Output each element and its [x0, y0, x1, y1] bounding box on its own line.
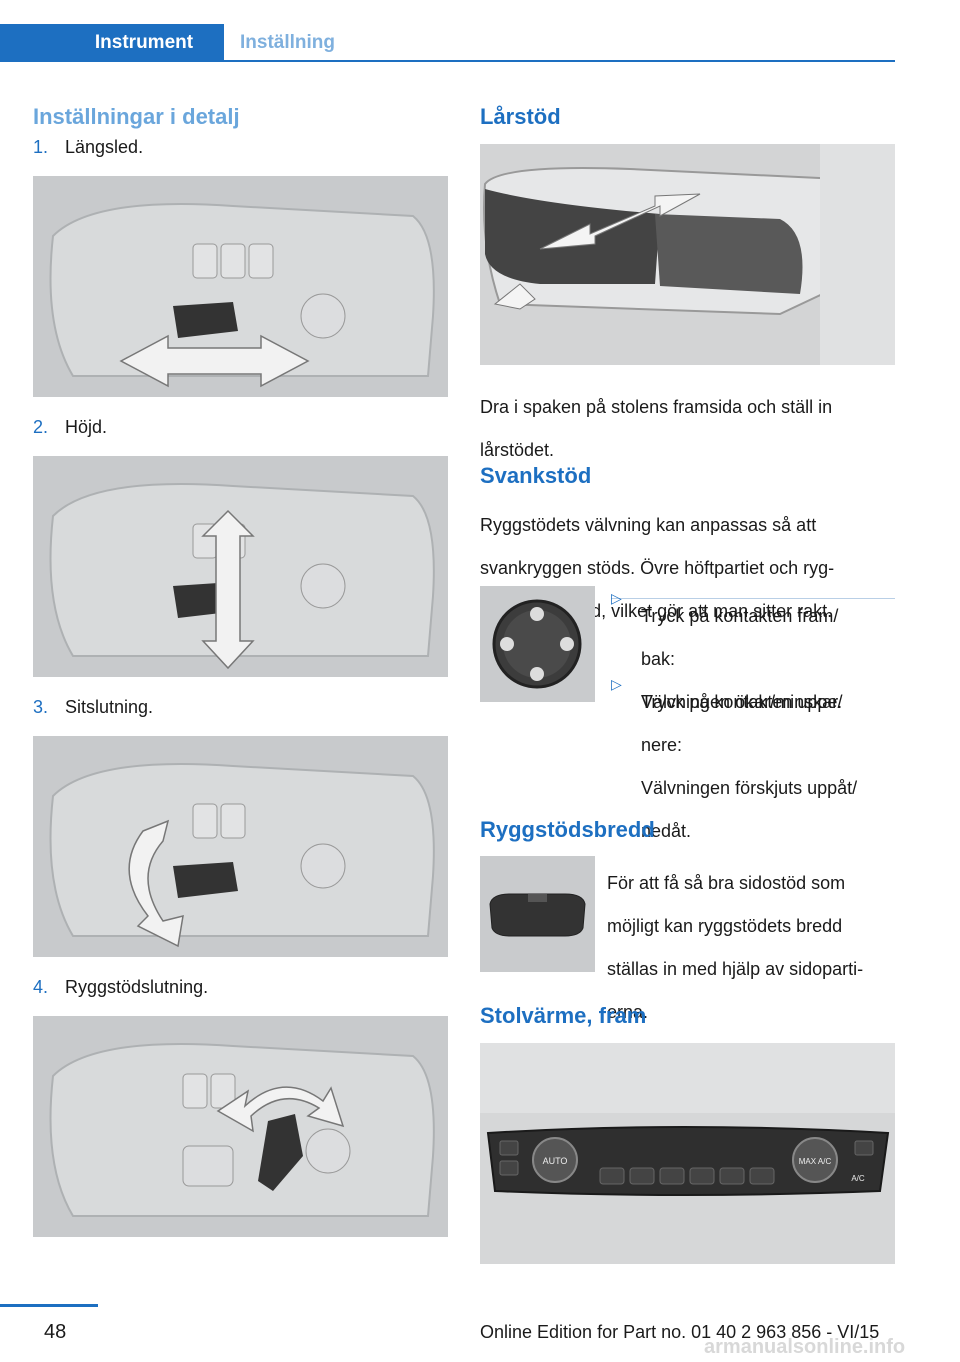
- step-4: 4. Ryggstödslutning.: [33, 977, 208, 998]
- step-label: Höjd.: [65, 417, 108, 437]
- bullet-line: Tryck på kontakten uppe/: [641, 692, 843, 712]
- backrest-width-switch-figure: [480, 856, 595, 972]
- bullet-fram-bak: ▷ Tryck på kontakten fram/ bak: Välvning…: [611, 586, 843, 733]
- section-heading-stolvarme: Stolvärme, fram: [480, 1003, 647, 1028]
- bullet-sub: Välvningen förskjuts uppåt/: [641, 778, 858, 798]
- seat-control-figure-backrest-tilt: [33, 1016, 448, 1237]
- page-number: 48: [44, 1321, 67, 1343]
- larstod-text-line-2: lårstödet.: [480, 440, 555, 460]
- triangle-bullet-icon: ▷: [611, 590, 622, 606]
- bullet-divider: [611, 598, 895, 599]
- seat-control-figure-height: [33, 456, 448, 677]
- step-label: Ryggstödslutning.: [65, 977, 209, 997]
- bullet-line: bak:: [641, 649, 676, 669]
- step-3: 3. Sitslutning.: [33, 697, 153, 718]
- tab-instrument[interactable]: Instrument: [0, 24, 224, 62]
- bullet-line: nere:: [641, 735, 683, 755]
- ryggstodsbredd-line-2: möjligt kan ryggstödets bredd: [607, 916, 843, 936]
- footer-rule: [0, 1304, 98, 1307]
- thigh-support-figure: [480, 144, 895, 365]
- bullet-uppe-nere: ▷ Tryck på kontakten uppe/ nere: Välvnin…: [611, 672, 858, 862]
- section-heading-svankstod: Svankstöd: [480, 463, 592, 488]
- larstod-text-line-1: Dra i spaken på stolens framsida och stä…: [480, 397, 833, 417]
- larstod-text: Dra i spaken på stolens framsida och stä…: [480, 377, 832, 481]
- step-label: Längsled.: [65, 137, 144, 157]
- bullet-line: Tryck på kontakten fram/: [641, 606, 839, 626]
- ryggstodsbredd-line-4: erna.: [607, 1002, 649, 1022]
- ryggstodsbredd-text: För att få så bra sidostöd som möjligt k…: [607, 853, 863, 1043]
- max-ac-button-label: MAX A/C: [799, 1157, 832, 1166]
- svankstod-line-2: svankryggen stöds. Övre höftpartiet och …: [480, 558, 835, 578]
- header-rule: [0, 60, 895, 62]
- step-number: 2.: [33, 417, 49, 437]
- header-tabbar: Instrument Inställning: [0, 24, 895, 62]
- svankstod-line-1: Ryggstödets välvning kan anpassas så att: [480, 515, 817, 535]
- tab-installning[interactable]: Inställning: [240, 32, 335, 53]
- step-number: 4.: [33, 977, 49, 997]
- ryggstodsbredd-line-3: ställas in med hjälp av sidoparti‐: [607, 959, 864, 979]
- bullet-sub: Välvningen ökar/minskar.: [641, 692, 843, 712]
- step-number: 3.: [33, 697, 49, 717]
- triangle-bullet-icon: ▷: [611, 676, 622, 692]
- ac-button-label: A/C: [851, 1174, 865, 1183]
- lumbar-switch-figure: [480, 586, 595, 702]
- edition-text: Online Edition for Part no. 01 40 2 963 …: [480, 1322, 880, 1342]
- auto-button-label: AUTO: [543, 1156, 568, 1166]
- ryggstodsbredd-line-1: För att få så bra sidostöd som: [607, 873, 846, 893]
- step-label: Sitslutning.: [65, 697, 154, 717]
- section-heading-larstod: Lårstöd: [480, 104, 561, 129]
- seat-control-figure-seat-tilt: [33, 736, 448, 957]
- section-heading-detail: Inställningar i detalj: [33, 104, 240, 129]
- bullet-sub: nedåt.: [641, 821, 692, 841]
- step-number: 1.: [33, 137, 49, 157]
- step-1: 1. Längsled.: [33, 137, 143, 158]
- section-heading-ryggstodsbredd: Ryggstödsbredd: [480, 817, 655, 842]
- watermark: armanualsonline.info: [704, 1336, 906, 1358]
- seat-control-figure-length: [33, 176, 448, 397]
- step-2: 2. Höjd.: [33, 417, 107, 438]
- climate-panel-figure: AUTO MAX A/C A/C: [480, 1043, 895, 1264]
